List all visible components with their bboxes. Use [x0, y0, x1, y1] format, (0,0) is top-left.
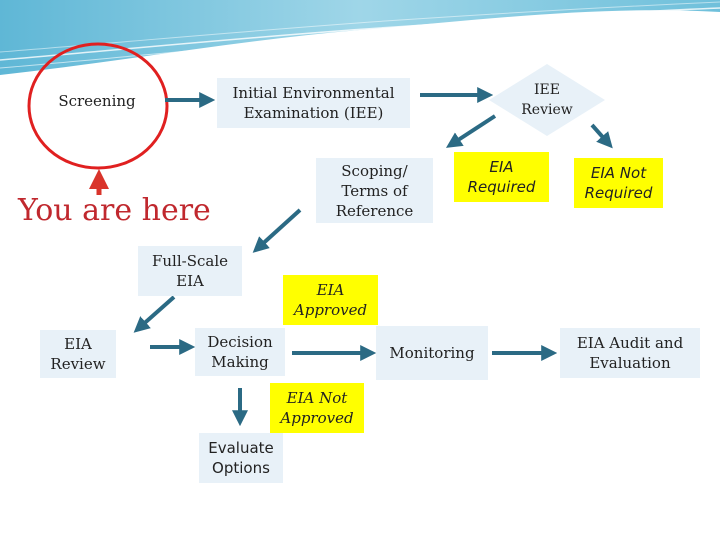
full-scale-eia-box: Full-Scale EIA: [138, 246, 242, 296]
scoping-box: Scoping/ Terms of Reference: [316, 158, 433, 223]
you-are-here-label: You are here: [18, 193, 211, 228]
monitoring-box: Monitoring: [376, 326, 488, 380]
arrow-iee-review-to-eia-required: [445, 114, 497, 148]
eia-not-approved-badge: EIA Not Approved: [270, 383, 364, 433]
iee-review-diamond: IEE Review: [488, 63, 606, 137]
screening-highlight-circle: [27, 42, 169, 170]
iee-review-label: IEE Review: [521, 82, 573, 118]
arrow-iee-review-to-eia-not-required: [590, 123, 613, 149]
eia-audit-box: EIA Audit and Evaluation: [560, 328, 700, 378]
diamond-shape: [489, 64, 605, 136]
eia-review-box: EIA Review: [40, 330, 116, 378]
decision-making-box: Decision Making: [195, 328, 285, 376]
eia-required-badge: EIA Required: [454, 152, 549, 202]
screening-node: Screening: [58, 92, 136, 110]
iee-box: Initial Environmental Examination (IEE): [217, 78, 410, 128]
evaluate-options-box: Evaluate Options: [199, 433, 283, 483]
eia-not-required-badge: EIA Not Required: [574, 158, 663, 208]
eia-approved-badge: EIA Approved: [283, 275, 378, 325]
arrow-full-scale-eia-to-eia-review: [133, 295, 176, 333]
arrow-scoping-to-full-scale-eia: [252, 208, 302, 253]
